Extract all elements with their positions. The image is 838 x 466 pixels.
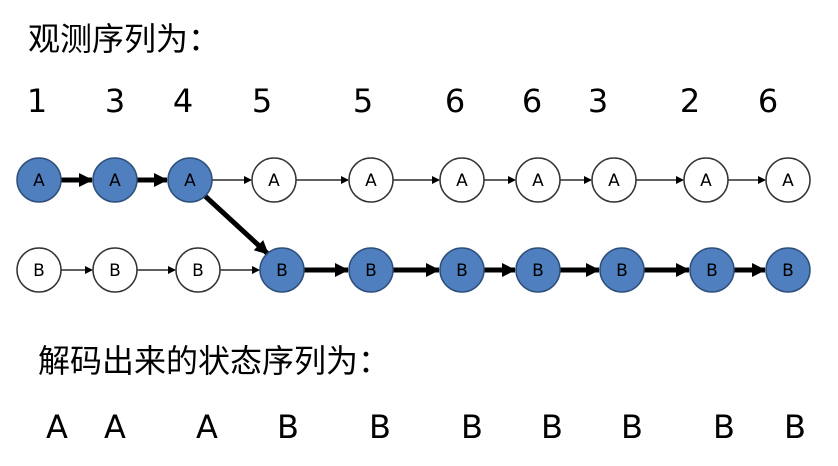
transition-edges [61, 173, 766, 277]
state-a-node-label: A [109, 171, 121, 191]
observation-value: 2 [680, 82, 700, 120]
decoded-heading: 解码出来的状态序列为： [38, 342, 390, 380]
state-a-node-label: A [456, 171, 468, 191]
state-b-node-label: B [616, 261, 628, 281]
state-b-node [765, 247, 811, 293]
decoded-state: B [621, 408, 643, 446]
decoded-state: B [784, 408, 806, 446]
observation-value: 1 [27, 82, 47, 120]
state-b-node [259, 247, 305, 293]
state-b-node [92, 247, 138, 293]
state-a-node [251, 157, 297, 203]
observation-value: 3 [105, 82, 125, 120]
state-b-node-label: B [192, 261, 204, 281]
decoded-state: B [369, 408, 391, 446]
state-a-node-label: A [700, 171, 712, 191]
state-b-node-label: B [456, 261, 468, 281]
state-a-node-label: A [608, 171, 620, 191]
state-a-node [167, 157, 213, 203]
state-a-node-label: A [268, 171, 280, 191]
state-b-node-label: B [782, 261, 794, 281]
state-b-node [439, 247, 485, 293]
state-b-node-label: B [33, 261, 45, 281]
state-a-node-label: A [365, 171, 377, 191]
observation-value: 6 [522, 82, 542, 120]
transition-arrow-a-to-b [203, 194, 270, 256]
state-b-node-label: B [706, 261, 718, 281]
decoded-state: A [196, 408, 218, 446]
observation-value: 4 [173, 82, 193, 120]
decoded-state: B [713, 408, 735, 446]
decoded-state: A [46, 408, 68, 446]
state-a-node [348, 157, 394, 203]
state-b-node [515, 247, 561, 293]
state-b-node-label: B [365, 261, 377, 281]
state-b-node-label: B [532, 261, 544, 281]
state-b-node [16, 247, 62, 293]
state-a-node-label: A [532, 171, 544, 191]
state-a-node [683, 157, 729, 203]
state-a-node-label: A [782, 171, 794, 191]
observation-sequence: 1 3 4 5 5 6 6 3 2 6 [27, 82, 778, 120]
state-b-node-label: B [276, 261, 288, 281]
state-b-node [689, 247, 735, 293]
state-a-node-label: A [33, 171, 45, 191]
observation-value: 6 [758, 82, 778, 120]
observation-value: 6 [445, 82, 465, 120]
decoded-state: B [277, 408, 299, 446]
state-a-node [439, 157, 485, 203]
decoded-state: A [104, 408, 126, 446]
decoded-state: B [461, 408, 483, 446]
state-a-node [515, 157, 561, 203]
state-a-node-label: A [184, 171, 196, 191]
observation-heading: 观测序列为： [28, 20, 220, 58]
observation-value: 5 [353, 82, 373, 120]
decoded-state: B [541, 408, 563, 446]
observation-value: 3 [588, 82, 608, 120]
state-a-node [765, 157, 811, 203]
state-b-node-label: B [109, 261, 121, 281]
state-b-node [175, 247, 221, 293]
observation-value: 5 [252, 82, 272, 120]
state-a-node [92, 157, 138, 203]
state-b-node [348, 247, 394, 293]
state-a-node [16, 157, 62, 203]
state-b-node [599, 247, 645, 293]
state-a-node [591, 157, 637, 203]
